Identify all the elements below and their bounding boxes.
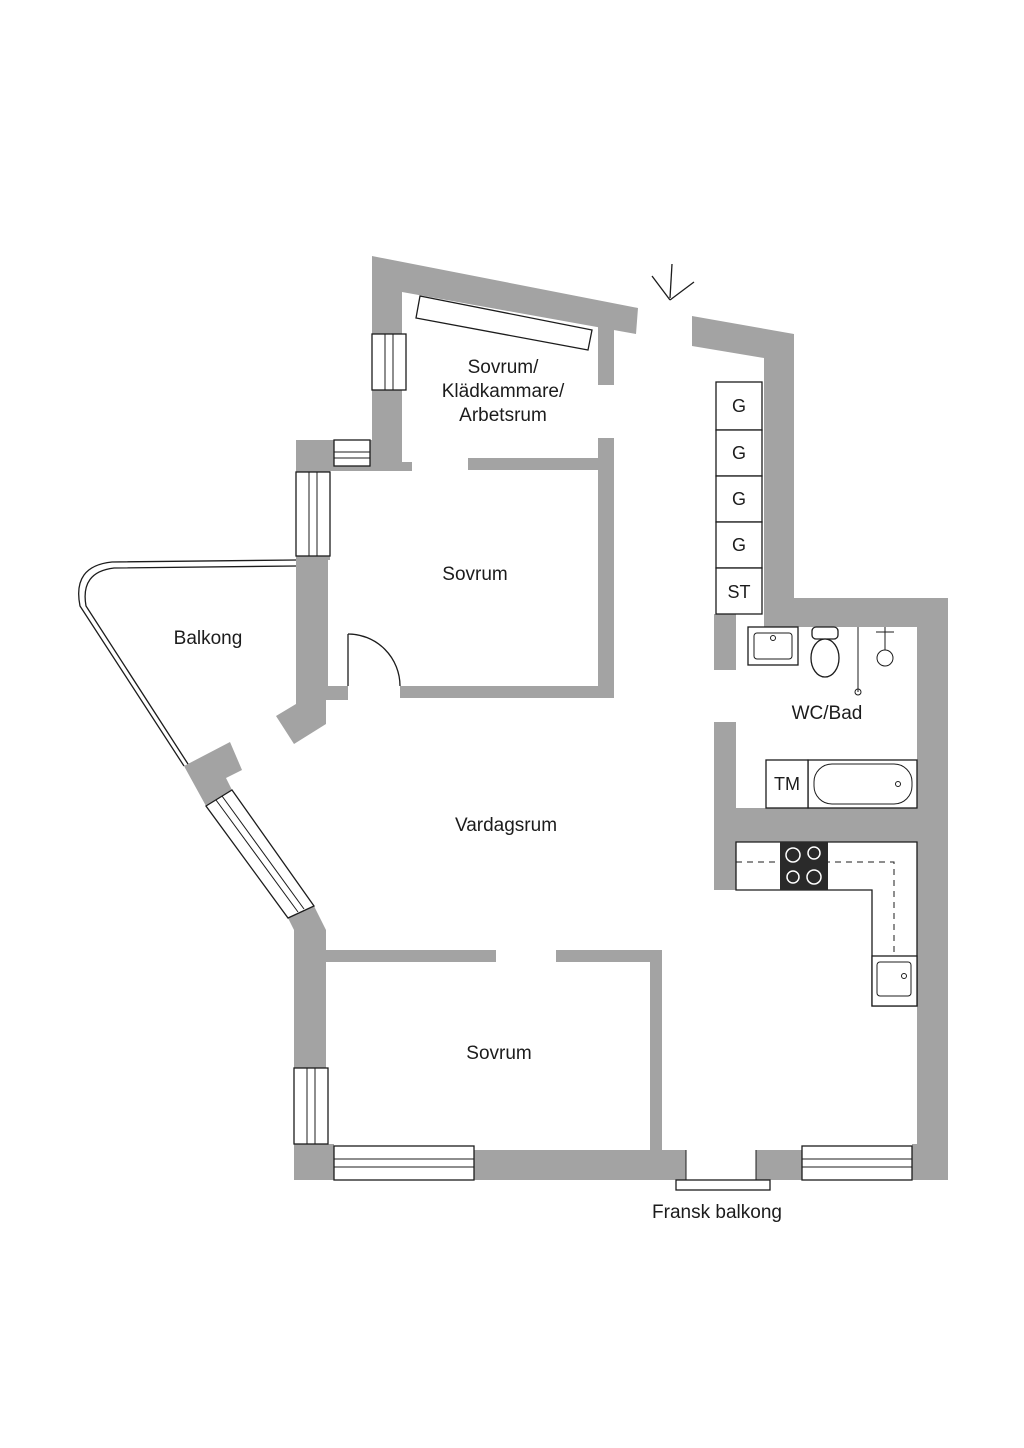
shower-area bbox=[854, 627, 894, 696]
bath-sink-basin bbox=[753, 632, 793, 660]
label-sovrum-middle: Sovrum bbox=[442, 564, 507, 585]
entrance-arrow-left bbox=[651, 275, 671, 301]
cabinet-label-2: G bbox=[732, 443, 746, 463]
wall-bath-top-left bbox=[714, 614, 736, 670]
label-sovrum-top-2: Klädkammare/ bbox=[442, 381, 565, 402]
entrance-marker bbox=[651, 263, 695, 301]
wall-bottom-mid bbox=[474, 1150, 686, 1180]
cabinet-label-4: G bbox=[732, 535, 746, 555]
toilet bbox=[810, 626, 840, 678]
kitchen-sink-tap bbox=[901, 973, 907, 979]
wall-top-right bbox=[692, 316, 948, 1180]
cabinet-column: G G G G ST bbox=[715, 381, 763, 615]
wall-middle-bedroom-bottom bbox=[400, 686, 614, 698]
cabinet-g-1 bbox=[715, 381, 763, 431]
entrance-arrow-shaft bbox=[669, 263, 673, 299]
french-balcony bbox=[675, 1150, 771, 1191]
window-bottom-left bbox=[333, 1145, 475, 1181]
window-diagonal bbox=[205, 789, 315, 919]
window-top-left bbox=[371, 333, 407, 391]
burner-4 bbox=[806, 869, 822, 885]
entrance-arrow-right bbox=[669, 281, 695, 301]
cabinet-label-1: G bbox=[732, 396, 746, 416]
wall-balcony-corner bbox=[184, 742, 242, 806]
burner-2 bbox=[807, 846, 821, 860]
washing-machine: TM bbox=[765, 759, 809, 809]
wall-west-mid bbox=[276, 556, 348, 744]
balcony-outline bbox=[78, 559, 297, 767]
wall-stub-top bbox=[598, 325, 614, 385]
windows bbox=[205, 333, 913, 1191]
wall-bottom-bedroom-top-left bbox=[326, 950, 496, 962]
label-sovrum-bottom: Sovrum bbox=[466, 1043, 531, 1064]
window-bottom-right bbox=[801, 1145, 913, 1181]
wall-bottom-bedroom-right bbox=[650, 950, 662, 1150]
kitchen-sink bbox=[871, 955, 918, 1007]
kitchen-upper-cabinets bbox=[736, 861, 895, 956]
bathroom-fixtures: TM bbox=[747, 626, 918, 809]
label-sovrum-top-1: Sovrum/ bbox=[468, 357, 539, 378]
label-fransk-balkong: Fransk balkong bbox=[652, 1202, 782, 1223]
window-notch-small bbox=[333, 439, 371, 467]
kitchen-sink-basin bbox=[876, 961, 912, 997]
cabinet-label-3: G bbox=[732, 489, 746, 509]
wall-bath-kitchen bbox=[714, 722, 917, 890]
label-balkong: Balkong bbox=[174, 628, 243, 649]
burner-1 bbox=[785, 847, 801, 863]
room-labels: Sovrum/ Klädkammare/ Arbetsrum Sovrum Ba… bbox=[174, 357, 863, 1223]
window-west-upper bbox=[295, 471, 331, 557]
cabinet-g-3 bbox=[715, 475, 763, 523]
window-west-lower bbox=[293, 1067, 329, 1145]
tm-label: TM bbox=[774, 774, 800, 794]
cabinet-g-2 bbox=[715, 429, 763, 477]
label-wc-bad: WC/Bad bbox=[792, 703, 863, 724]
label-vardagsrum: Vardagsrum bbox=[455, 815, 557, 836]
cooktop bbox=[780, 842, 828, 890]
bathtub bbox=[807, 759, 918, 809]
wall-middle-bedroom-top bbox=[468, 458, 614, 470]
kitchen bbox=[735, 841, 918, 1007]
cabinet-g-4 bbox=[715, 521, 763, 569]
bath-sink-tap bbox=[770, 635, 776, 641]
wall-middle-bedroom-right bbox=[598, 438, 614, 698]
walls bbox=[184, 256, 948, 1180]
wall-top-left bbox=[372, 256, 638, 471]
cabinet-label-5: ST bbox=[727, 582, 750, 602]
wardrobe-shelf bbox=[415, 295, 593, 351]
door-middle-bedroom bbox=[347, 633, 401, 687]
burner-3 bbox=[786, 870, 800, 884]
wall-bottom-right bbox=[756, 1150, 802, 1180]
label-sovrum-top-3: Arbetsrum bbox=[459, 405, 547, 426]
cabinet-st bbox=[715, 567, 763, 615]
wall-bottom-bedroom-top-right bbox=[556, 950, 662, 962]
